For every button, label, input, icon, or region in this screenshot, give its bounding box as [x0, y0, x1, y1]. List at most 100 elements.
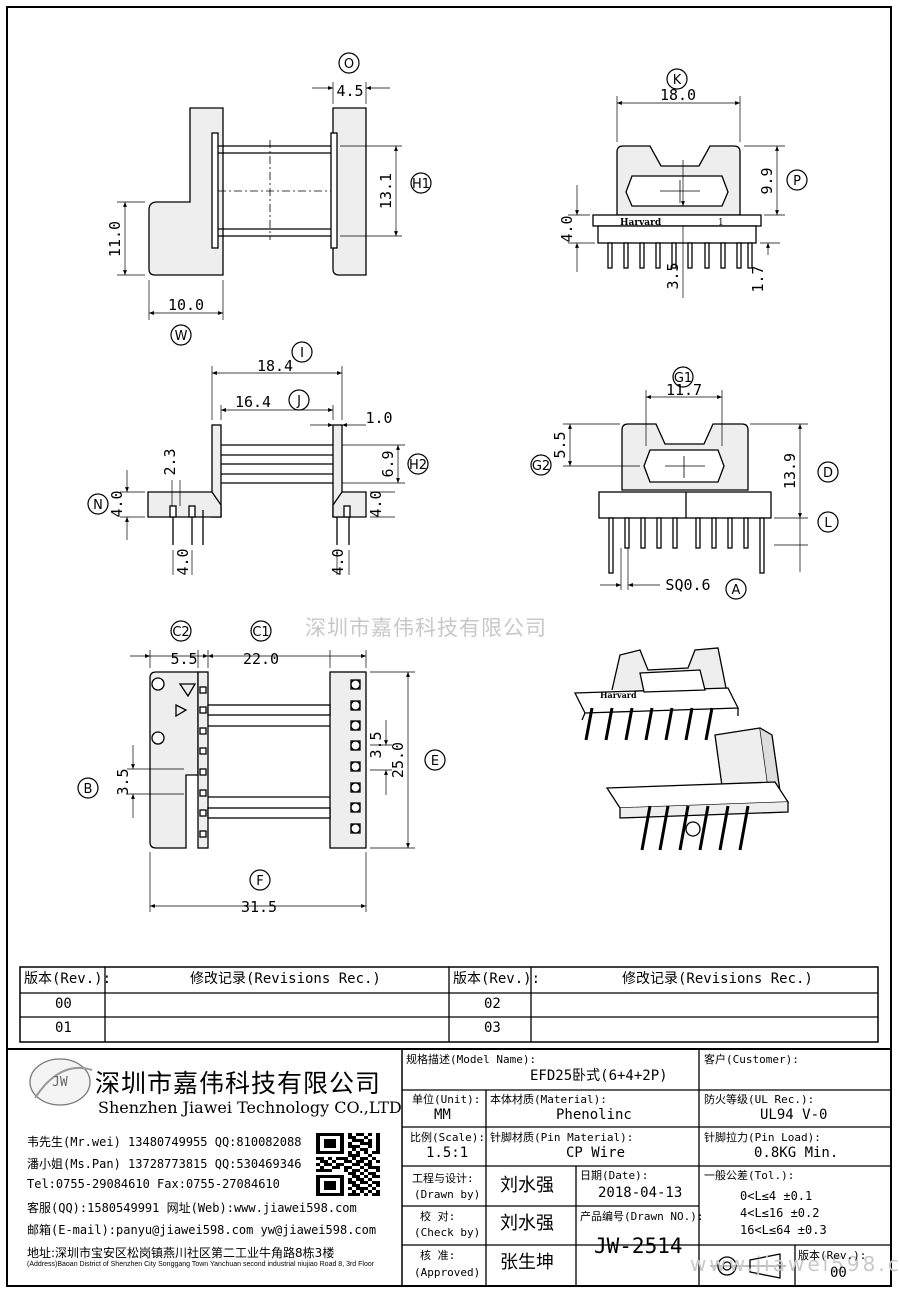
qr-module: [372, 1157, 376, 1160]
qr-module: [340, 1163, 344, 1166]
pin-top-1: [623, 242, 629, 269]
qr-module: [356, 1178, 360, 1181]
qr-module: [376, 1193, 380, 1196]
dim-badge-label-H2: H2: [409, 458, 427, 473]
qr-module: [316, 1142, 320, 1145]
qr-module: [364, 1148, 368, 1151]
qr-module: [368, 1139, 372, 1142]
dim-badge-label-F: F: [256, 874, 263, 889]
hole-right-circle-6: [350, 802, 361, 813]
qr-module: [320, 1133, 324, 1136]
qr-module: [340, 1187, 344, 1190]
side-view-top-left: [117, 82, 402, 320]
qr-module: [356, 1187, 360, 1190]
dim-badge-F: [249, 869, 271, 891]
qr-module: [332, 1139, 336, 1142]
qr-module: [340, 1133, 344, 1136]
qr-module: [340, 1148, 344, 1151]
qr-module: [348, 1172, 352, 1175]
qr-module: [372, 1193, 376, 1196]
dim-badge-label-W: W: [175, 329, 188, 344]
pin-material-value: CP Wire: [566, 1145, 626, 1161]
approved-label-en: (Approved): [414, 1266, 481, 1279]
dim-badge-C2: [170, 620, 192, 642]
qr-module: [376, 1142, 380, 1145]
hole-left-5: [199, 789, 207, 797]
dim-text-F: 31.5: [241, 898, 277, 916]
qr-module: [368, 1166, 372, 1169]
dim-text-O: 4.5: [336, 82, 363, 100]
dim-badge-label-A: A: [732, 583, 741, 598]
qr-module: [368, 1133, 372, 1136]
qr-module: [316, 1169, 320, 1172]
pin-top-9: [747, 242, 753, 269]
qr-module: [324, 1193, 328, 1196]
qr-module: [364, 1181, 368, 1184]
qr-module: [348, 1151, 352, 1154]
qr-module: [364, 1136, 368, 1139]
qr-module: [372, 1151, 376, 1154]
dim-text-K: 18.0: [660, 86, 696, 104]
qr-module: [320, 1166, 324, 1169]
dim-badge-label-B: B: [84, 782, 93, 797]
qr-module: [328, 1157, 332, 1160]
qr-module: [332, 1145, 336, 1148]
qr-module: [360, 1133, 364, 1136]
qr-module: [316, 1187, 320, 1190]
qr-module: [372, 1172, 376, 1175]
qr-module: [352, 1148, 356, 1151]
dim-text-s4c: 4.0: [329, 548, 347, 575]
qr-module: [316, 1136, 320, 1139]
qr-module: [352, 1184, 356, 1187]
unit-value: MM: [434, 1107, 451, 1123]
qr-module: [368, 1163, 372, 1166]
dim-text-P: 9.9: [758, 167, 776, 194]
dim-text-I: 18.4: [257, 357, 293, 375]
dim-text-N: 4.0: [108, 490, 126, 517]
qr-module: [316, 1145, 320, 1148]
dim-text-C1: 22.0: [243, 650, 279, 668]
dim-badge-C1: [250, 620, 272, 642]
qr-module: [316, 1151, 320, 1154]
dim-badge-label-J: J: [296, 394, 301, 409]
qr-module: [324, 1169, 328, 1172]
qr-module: [340, 1151, 344, 1154]
qr-module: [336, 1175, 340, 1178]
qr-module: [324, 1163, 328, 1166]
qr-module: [360, 1157, 364, 1160]
qr-module: [340, 1139, 344, 1142]
date-label: 日期(Date):: [580, 1169, 649, 1182]
watermark-url: www.jiawei598.com: [690, 1252, 900, 1276]
brand-text: Harvard: [620, 218, 662, 228]
dim-text-k35: 3.5: [664, 262, 682, 289]
qr-module: [348, 1136, 352, 1139]
approved-label-cn: 核 准:: [420, 1249, 456, 1262]
dim-text-h11: 11.0: [106, 221, 124, 257]
qr-module: [376, 1160, 380, 1163]
qr-module: [360, 1178, 364, 1181]
dim-badge-label-C1: C1: [252, 625, 269, 640]
qr-module: [316, 1181, 320, 1184]
qr-module: [352, 1169, 356, 1172]
dim-text-J: 16.4: [235, 393, 271, 411]
pin-top-8: [736, 242, 742, 269]
qr-module: [340, 1157, 344, 1160]
qr-module: [368, 1142, 372, 1145]
pin-top-4: [671, 242, 677, 269]
qr-module: [376, 1166, 380, 1169]
drawing-frame: [6, 6, 892, 1287]
qr-module: [372, 1166, 376, 1169]
dim-badge-I: [291, 341, 313, 363]
pin-top-2: [639, 242, 645, 269]
qr-module: [372, 1175, 376, 1178]
hole-left-0: [199, 686, 207, 694]
qr-module: [352, 1136, 356, 1139]
dim-text-B: 3.5: [114, 768, 132, 795]
dim-badge-B: [77, 777, 99, 799]
qr-module: [328, 1133, 332, 1136]
qr-module: [324, 1145, 328, 1148]
qr-module: [352, 1175, 356, 1178]
iso-pin-top-6: [704, 707, 714, 741]
qr-module: [356, 1133, 360, 1136]
